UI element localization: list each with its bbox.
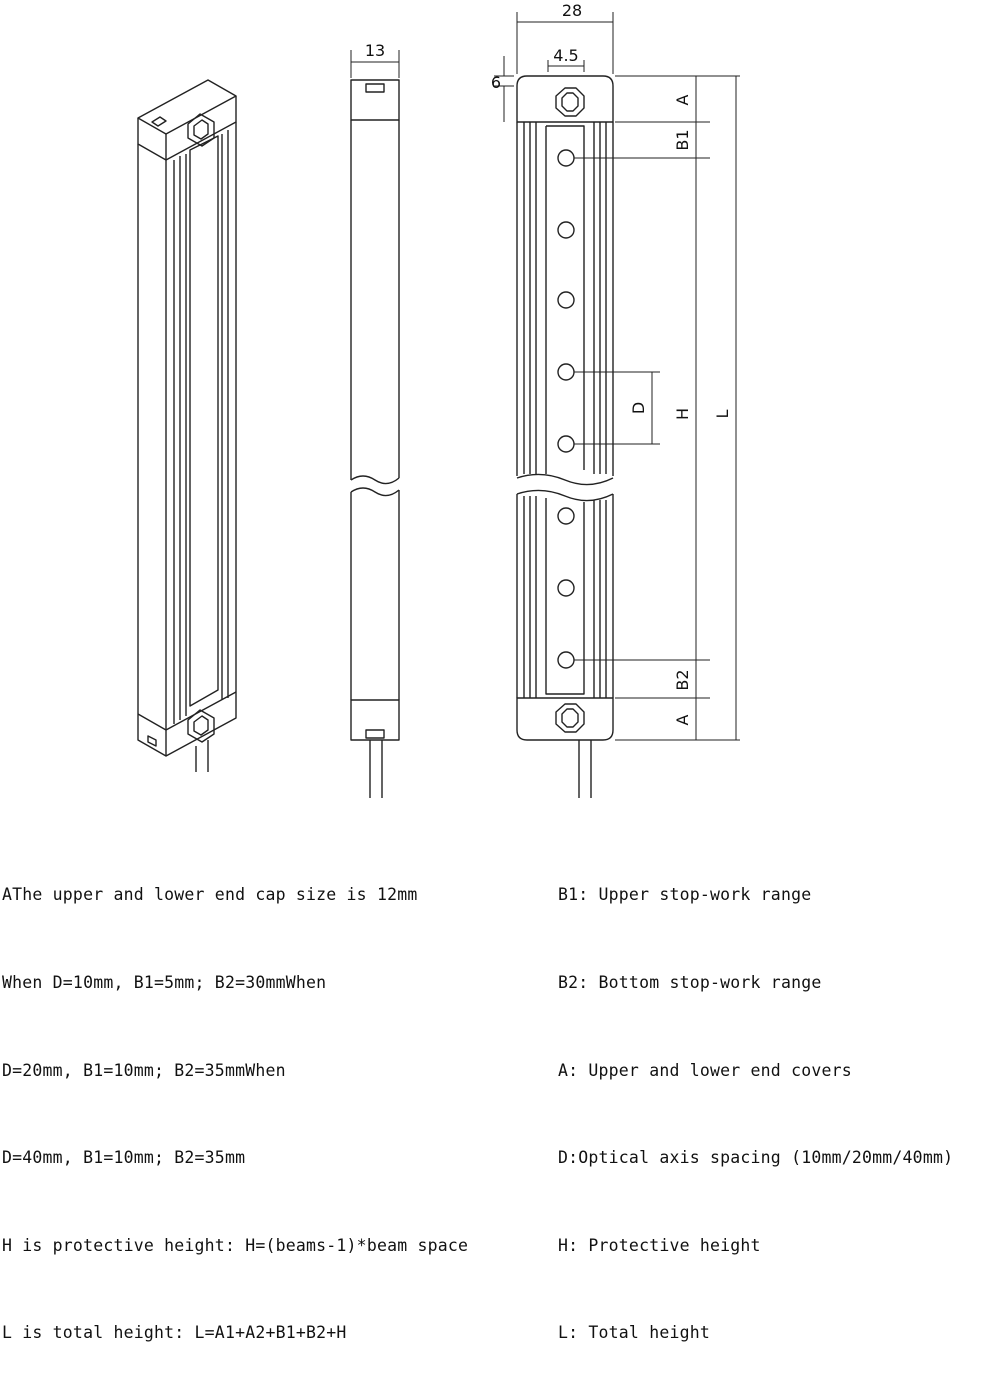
legend-line: H: Protective height [558, 1235, 761, 1255]
front-view [516, 75, 614, 798]
dim-cap-offset: 6 [491, 73, 501, 92]
dimension-lines [350, 12, 740, 741]
note-line: D=20mm, B1=10mm; B2=35mmWhen [2, 1060, 286, 1080]
label-a-bottom: A [673, 714, 692, 725]
legend-line: A: Upper and lower end covers [558, 1060, 852, 1080]
note-line: D=40mm, B1=10mm; B2=35mm [2, 1148, 246, 1168]
label-b1: B1 [673, 129, 692, 150]
label-a-top: A [673, 94, 692, 105]
label-l: L [713, 409, 732, 418]
note-line: AThe upper and lower end cap size is 12m… [2, 885, 418, 905]
hex-nut-bottom-icon [187, 709, 215, 743]
notes-left: AThe upper and lower end cap size is 12m… [2, 822, 468, 1377]
hex-nut-front-bottom-icon [555, 703, 585, 733]
label-d: D [629, 402, 648, 414]
note-line: When D=10mm, B1=5mm; B2=30mmWhen [2, 973, 327, 992]
isometric-view [137, 79, 237, 772]
legend-line: L: Total height [558, 1323, 711, 1343]
note-line: H is protective height: H=(beams-1)*beam… [2, 1235, 469, 1255]
side-view [350, 79, 400, 798]
beam-holes [557, 149, 575, 669]
legend-line: B2: Bottom stop-work range [558, 973, 822, 992]
technical-drawing: 28 13 4.5 6 A B1 D H L B2 A [137, 1, 740, 798]
dim-hole-width: 4.5 [553, 46, 578, 65]
legend-line: D:Optical axis spacing (10mm/20mm/40mm) [558, 1148, 954, 1168]
label-b2: B2 [673, 669, 692, 690]
note-line: L is total height: L=A1+A2+B1+B2+H [2, 1323, 347, 1343]
notes-right: B1: Upper stop-work range B2: Bottom sto… [558, 822, 953, 1377]
hex-nut-front-icon [555, 87, 585, 117]
dim-side-width: 13 [365, 41, 385, 60]
legend-line: B1: Upper stop-work range [558, 885, 812, 905]
dim-front-width: 28 [562, 1, 582, 20]
label-h: H [673, 408, 692, 420]
